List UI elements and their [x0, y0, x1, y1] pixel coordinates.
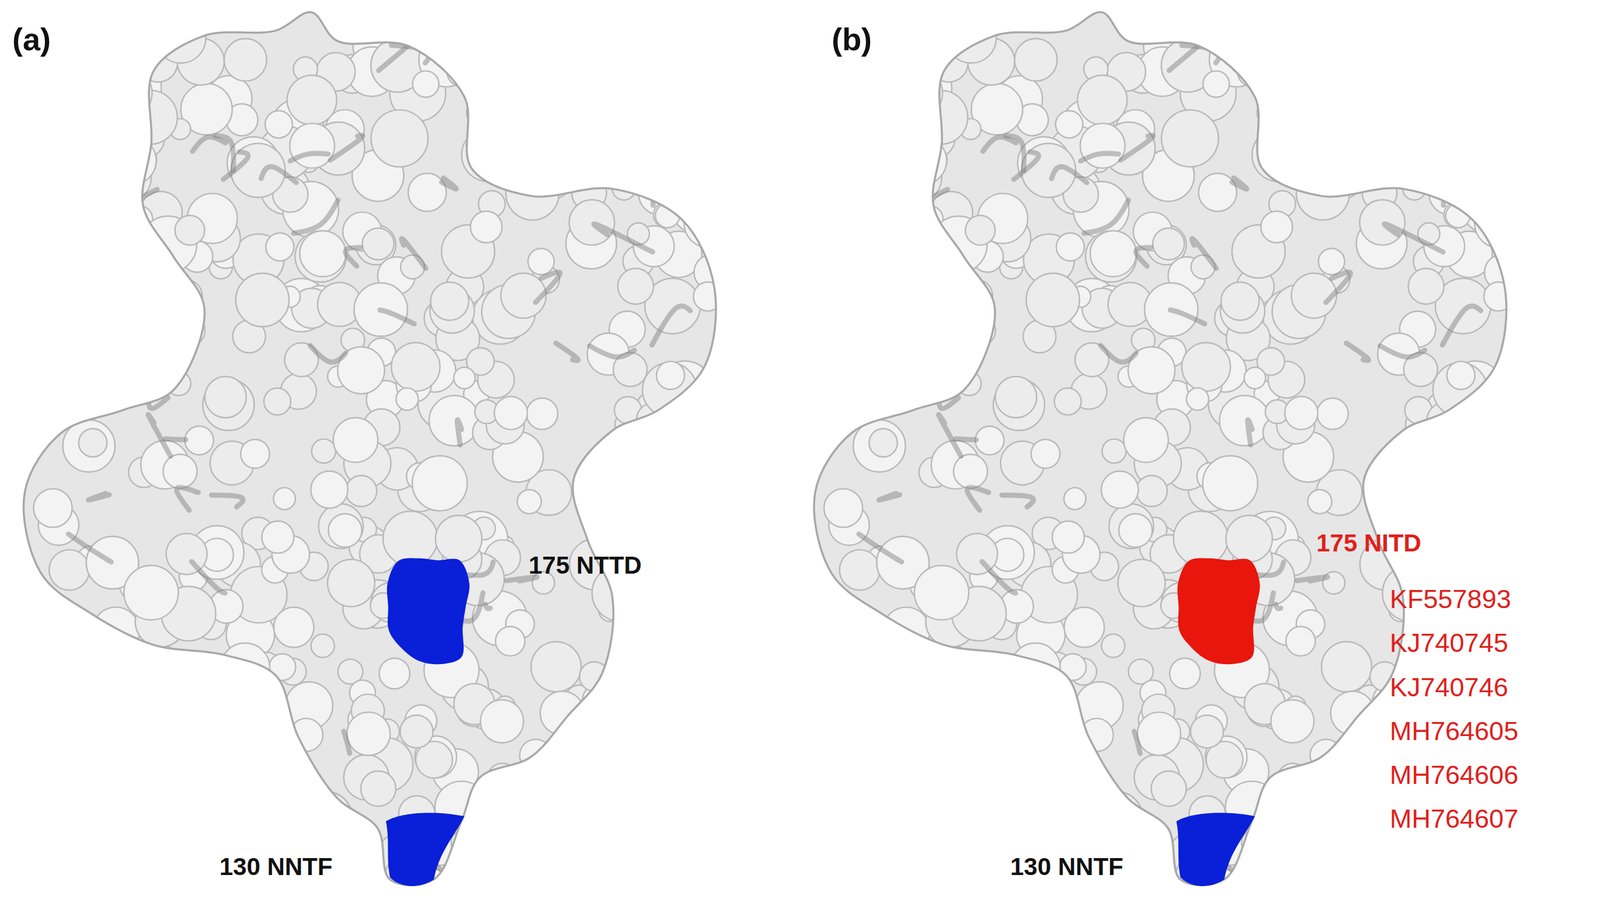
accession-number: MH764606 — [1389, 760, 1519, 790]
site-label: 175 NITD — [1316, 529, 1422, 557]
accession-number: KJ740745 — [1389, 628, 1509, 658]
epitope-patch — [385, 812, 465, 887]
accession-number: MH764605 — [1389, 716, 1519, 746]
epitope-patch — [1177, 557, 1260, 664]
site-label: 130 NNTF — [219, 853, 333, 880]
accession-number: MH764607 — [1389, 804, 1519, 834]
protein-surface — [0, 0, 744, 906]
site-label: 175 NTTD — [528, 551, 642, 579]
panel-letter: (b) — [831, 22, 872, 57]
accession-number: KJ740746 — [1389, 672, 1509, 702]
accession-number: KF557893 — [1389, 584, 1512, 614]
epitope-patch — [387, 557, 470, 664]
epitope-patch — [1176, 812, 1255, 887]
protein-surface — [785, 0, 1534, 906]
panel-letter: (a) — [12, 22, 51, 57]
site-label: 130 NNTF — [1010, 853, 1124, 880]
